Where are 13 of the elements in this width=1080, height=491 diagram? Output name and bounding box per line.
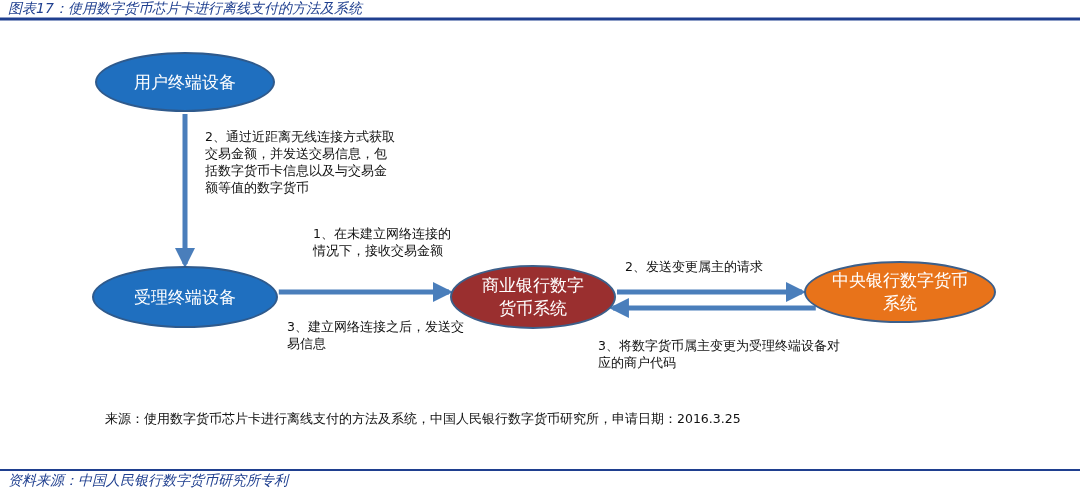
arrow [617,282,806,302]
ellipse-node: 用户终端设备 [95,52,275,112]
edge-label: 2、通过近距离无线连接方式获取交易金额，并发送交易信息，包括数字货币卡信息以及与交易金额等值的数字货币 [205,128,395,196]
ellipse-node: 受理终端设备 [92,266,278,328]
arrow [175,114,195,268]
figure-title: 图表17：使用数字货币芯片卡进行离线支付的方法及系统 [8,0,362,18]
source-caption: 资料来源：中国人民银行数字货币研究所专利 [8,472,288,490]
edge-label: 2、发送变更属主的请求 [625,258,764,275]
arrow [608,298,816,318]
ellipse-node: 中央银行数字货币系统 [804,261,996,323]
edge-label: 3、将数字货币属主变更为受理终端设备对应的商户代码 [598,337,841,371]
edge-label: 1、在未建立网络连接的情况下，接收交易金额 [313,225,452,259]
source-note: 来源：使用数字货币芯片卡进行离线支付的方法及系统，中国人民银行数字货币研究所，申请日期：2016.3.25 [105,410,742,427]
